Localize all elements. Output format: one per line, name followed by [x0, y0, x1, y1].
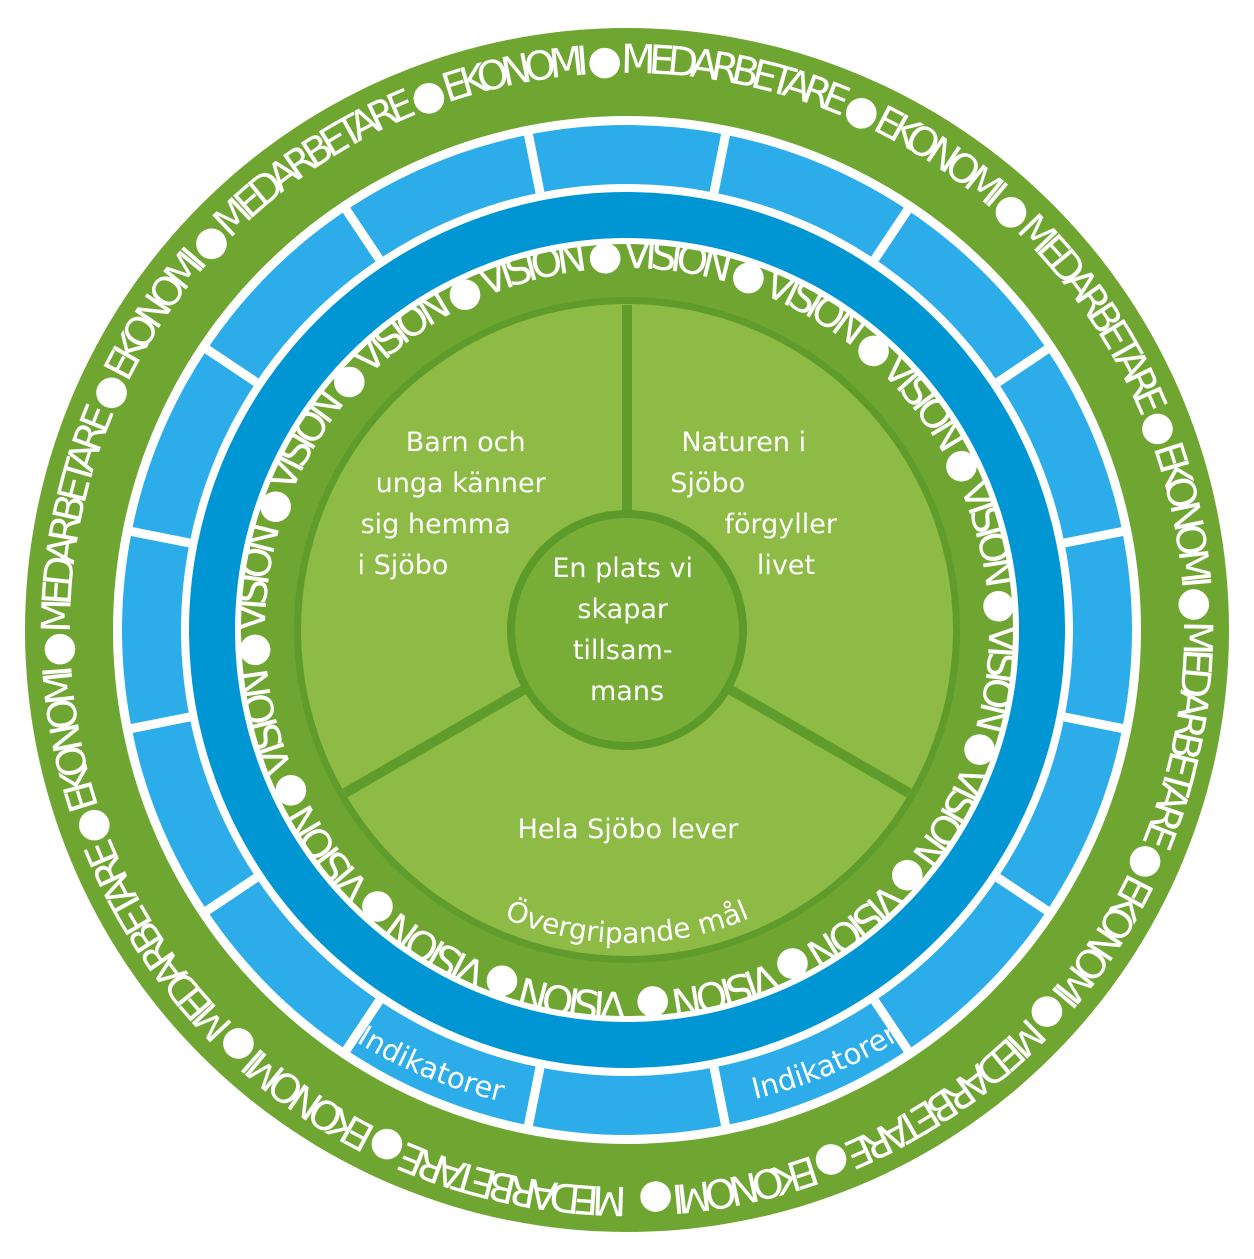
center-line-2: skapar — [577, 594, 668, 625]
center-line-1: En plats vi — [552, 553, 693, 584]
sector-top-right-line-2: Sjöbo — [670, 468, 745, 499]
segment-divider — [342, 206, 383, 262]
sector-top-right-text: Naturen i Sjöbo förgyller livet — [670, 427, 845, 581]
segment-divider — [523, 132, 545, 194]
sector-bottom-line-1: Hela Sjöbo lever — [518, 814, 740, 845]
center-line-4: mans — [590, 676, 664, 707]
sector-bottom-text: Hela Sjöbo lever — [518, 814, 740, 845]
center-text: En plats vi skapar tillsam- mans — [552, 553, 701, 707]
segment-divider — [871, 998, 912, 1054]
sector-top-right-line-1: Naturen i — [681, 427, 806, 458]
segment-divider — [709, 1066, 731, 1128]
segment-divider — [342, 998, 383, 1054]
center-line-3: tillsam- — [573, 635, 673, 666]
segment-divider — [129, 712, 191, 734]
segment-divider — [709, 132, 731, 194]
segment-divider — [871, 206, 912, 262]
segment-divider — [203, 874, 259, 915]
segment-divider — [1063, 712, 1125, 734]
sector-top-right-line-3: förgyller — [724, 509, 837, 540]
segment-divider — [995, 345, 1051, 386]
sector-top-left-text: Barn och unga känner sig hemma i Sjöbo — [358, 427, 555, 581]
sector-top-left-line-3: sig hemma — [361, 509, 511, 540]
sector-top-left-line-4: i Sjöbo — [358, 550, 449, 581]
segment-divider — [995, 874, 1051, 915]
segment-divider — [129, 526, 191, 548]
sector-top-left-line-2: unga känner — [376, 468, 547, 499]
sector-top-left-line-1: Barn och — [406, 427, 526, 458]
segment-divider — [203, 345, 259, 386]
segment-divider — [523, 1066, 545, 1128]
center-circle — [515, 518, 739, 742]
sector-top-right-line-4: livet — [757, 550, 815, 581]
segment-divider — [1063, 526, 1125, 548]
blue-segment-dividers — [129, 132, 1125, 1128]
